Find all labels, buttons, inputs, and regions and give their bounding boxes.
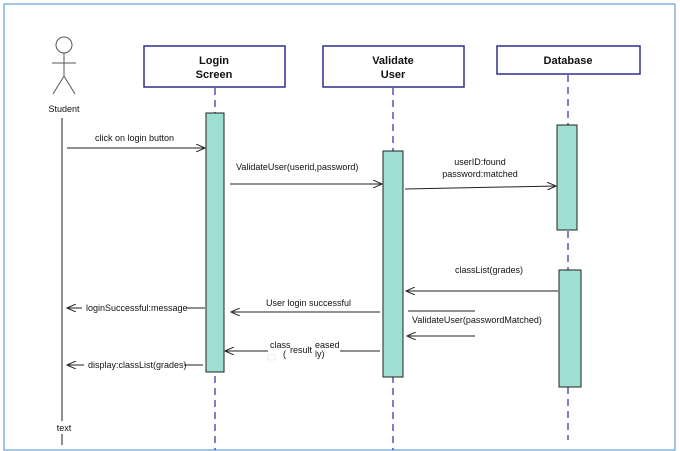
student-actor-icon — [52, 36, 76, 95]
message-found-matched-arrow — [404, 186, 556, 189]
message-password-matched-label: password:matched — [442, 169, 518, 179]
label-bg-display — [84, 359, 184, 371]
diagram-frame — [3, 3, 676, 451]
footer-text: text — [57, 423, 72, 433]
actor-label: Student — [48, 104, 80, 114]
validate-user-title-line2: User — [381, 69, 406, 81]
message-login-message-label: loginSuccessful:message — [86, 303, 188, 313]
database-activation-2 — [558, 269, 582, 388]
message-userid-found-label: userID:found — [454, 157, 506, 167]
message-ly-label: ly) — [315, 349, 325, 359]
validate-user-title-line1: Validate — [372, 55, 414, 67]
message-result-label: result — [290, 345, 313, 355]
message-display-classlist-label: display:classList(grades) — [88, 360, 187, 370]
message-eased-label: eased — [315, 340, 340, 350]
validate-user-activation — [382, 150, 404, 378]
footer-bg — [55, 421, 73, 434]
message-paren-label: ( — [283, 349, 286, 359]
message-validate-user-label: ValidateUser(userid,password) — [236, 162, 358, 172]
login-screen-header — [143, 45, 286, 88]
message-class-label: class — [270, 340, 291, 350]
label-bg-login-message — [82, 302, 186, 314]
message-classlist-label: classList(grades) — [455, 265, 523, 275]
label-mask-2 — [267, 354, 276, 361]
database-header — [496, 45, 641, 75]
login-screen-activation — [205, 112, 225, 373]
label-bg-class-result — [268, 340, 340, 360]
login-screen-title-line2: Screen — [196, 69, 233, 81]
message-click-login-label: click on login button — [95, 133, 174, 143]
message-validate-matched-label: ValidateUser(passwordMatched) — [412, 315, 542, 325]
database-title: Database — [544, 55, 593, 67]
label-mask-1 — [493, 330, 537, 335]
message-login-successful-label: User login successful — [266, 298, 351, 308]
database-activation-1 — [556, 124, 578, 231]
login-screen-title-line1: Login — [199, 55, 229, 67]
validate-user-header — [322, 45, 465, 88]
